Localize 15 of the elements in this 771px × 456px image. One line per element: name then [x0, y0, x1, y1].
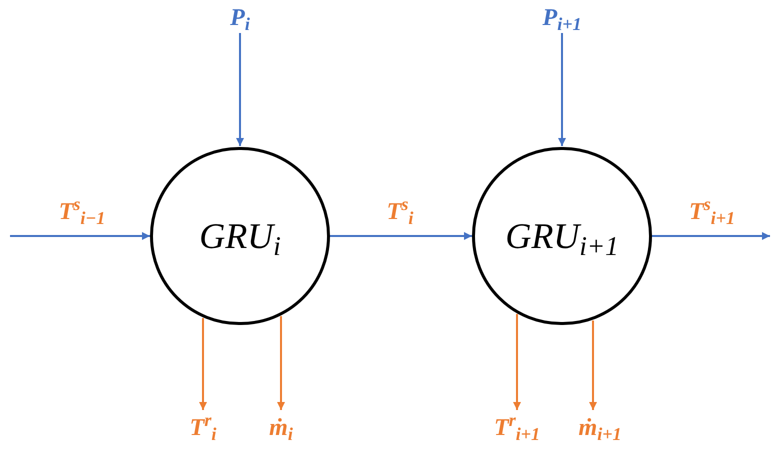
variable-label: ṁ$_{i}$ [269, 416, 293, 440]
unit-label: GRU$_{i+1}$ [505, 218, 619, 254]
arrow [513, 314, 522, 410]
arrow [236, 33, 244, 146]
variable-label: P$_{i}$ [230, 6, 250, 30]
variable-label: ṁ$_{i+1}$ [578, 416, 622, 440]
arrow [558, 33, 566, 146]
unit-label: GRU$_{i}$ [199, 218, 281, 254]
variable-label: P$_{i+1}$ [542, 6, 582, 30]
arrow [330, 232, 472, 240]
arrow [589, 320, 598, 410]
arrow [199, 318, 208, 410]
arrow [277, 316, 286, 410]
arrow [652, 232, 770, 240]
arrow [10, 232, 150, 240]
